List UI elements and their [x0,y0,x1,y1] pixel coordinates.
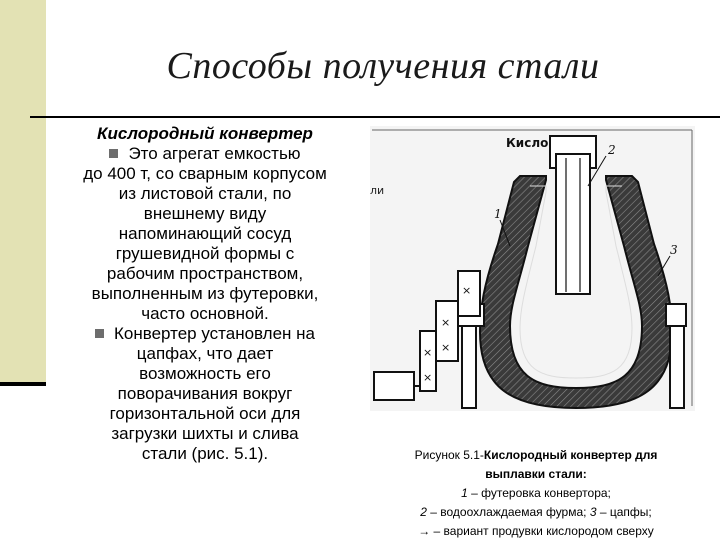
gear-box-lower [419,330,437,392]
bullet-2-line: цапфах, что дает [136,344,274,363]
lining-inner-edge [519,185,633,379]
bullet-1-line: рабочим пространством, [106,264,304,283]
support-column-left [461,325,477,409]
callout-3-leader [657,255,671,277]
text-block: Кислородный конвертер Это агрегат емкост… [40,124,370,464]
lance-tube [555,153,591,295]
bullet-square-icon [109,149,119,158]
bullet-square-icon [94,329,104,338]
caption-line-3: 1 – футеровка конвертора; [376,484,696,503]
caption-title-part2: выплавки стали: [485,467,587,481]
figure-caption: Рисунок 5.1-Кислородный конвертер для вы… [376,446,696,541]
caption-line-1: Рисунок 5.1-Кислородный конвертер для [376,446,696,465]
bullet-2: Конвертер установлен на [40,324,370,344]
gear-x-mark: × [423,371,432,384]
motor-box [373,371,415,401]
caption-line-2: выплавки стали: [376,465,696,484]
caption-line-4: 2 – водоохлаждаемая фурма; 3 – цапфы; [376,503,696,522]
caption-item-2-num: 2 [420,505,427,519]
bullet-2-first-line: Конвертер установлен на [113,324,316,343]
bullet-2-line: поворачивания вокруг [117,384,293,403]
bullet-1-line: внешнему виду [143,204,267,223]
caption-item-1-text: – футеровка конвертора; [467,486,611,500]
callout-1-leader [499,219,511,247]
bullet-1: Это агрегат емкостью [40,144,370,164]
gear-x-mark: × [462,284,471,297]
callout-1-label: 1 [494,207,502,221]
converter-shell [478,175,674,410]
caption-item-1-num: 1 [461,486,468,500]
bullet-2-line: возможность его [139,364,271,383]
gear-x-mark: × [441,316,450,329]
caption-prefix: Рисунок 5.1- [414,448,484,462]
callout-2-label: 2 [607,143,616,157]
support-column-right [669,325,685,409]
converter-diagram: ли Кислород × × × × × 2 1 3 [370,129,693,410]
bullet-2-line: горизонтальной оси для [109,404,301,423]
caption-item-3-num: 3 [589,505,597,519]
bullet-2-line: стали (рис. 5.1). [141,444,269,463]
slide-title: Способы получения стали [166,45,600,87]
caption-title-part1: Кислородный конвертер для [483,448,658,462]
bullet-1-line: напоминающий сосуд [118,224,292,243]
margin-text: ли [370,184,384,197]
bullet-1-line: выполненным из футеровки, [91,284,319,303]
bullet-1-first-line: Это агрегат емкостью [128,144,301,163]
sidebar-rule [0,382,46,386]
gear-x-mark: × [441,341,450,354]
bullet-1-line: из листовой стали, по [118,184,292,203]
gear-box-upper [457,270,481,317]
bullet-2-line: загрузки шихты и слива [111,424,299,443]
bullet-1-line: грушевидной формы с [115,244,295,263]
callout-3-label: 3 [670,243,678,257]
callout-2-leader [587,155,607,187]
trunnion-right [665,303,687,327]
converter-figure: ли Кислород × × × × × 2 1 3 [370,126,695,411]
bullet-1-line: часто основной. [141,304,269,323]
bullet-1-line: до 400 т, со сварным корпусом [83,164,327,183]
slide-subtitle: Кислородный конвертер [97,124,313,143]
caption-item-3-text: – цапфы; [596,505,652,519]
caption-line-5: → – вариант продувки кислородом сверху [418,524,654,538]
caption-item-2-text: – водоохлаждаемая фурма; [426,505,590,519]
gear-x-mark: × [423,346,432,359]
decorative-sidebar [0,0,46,382]
title-divider [30,116,720,118]
